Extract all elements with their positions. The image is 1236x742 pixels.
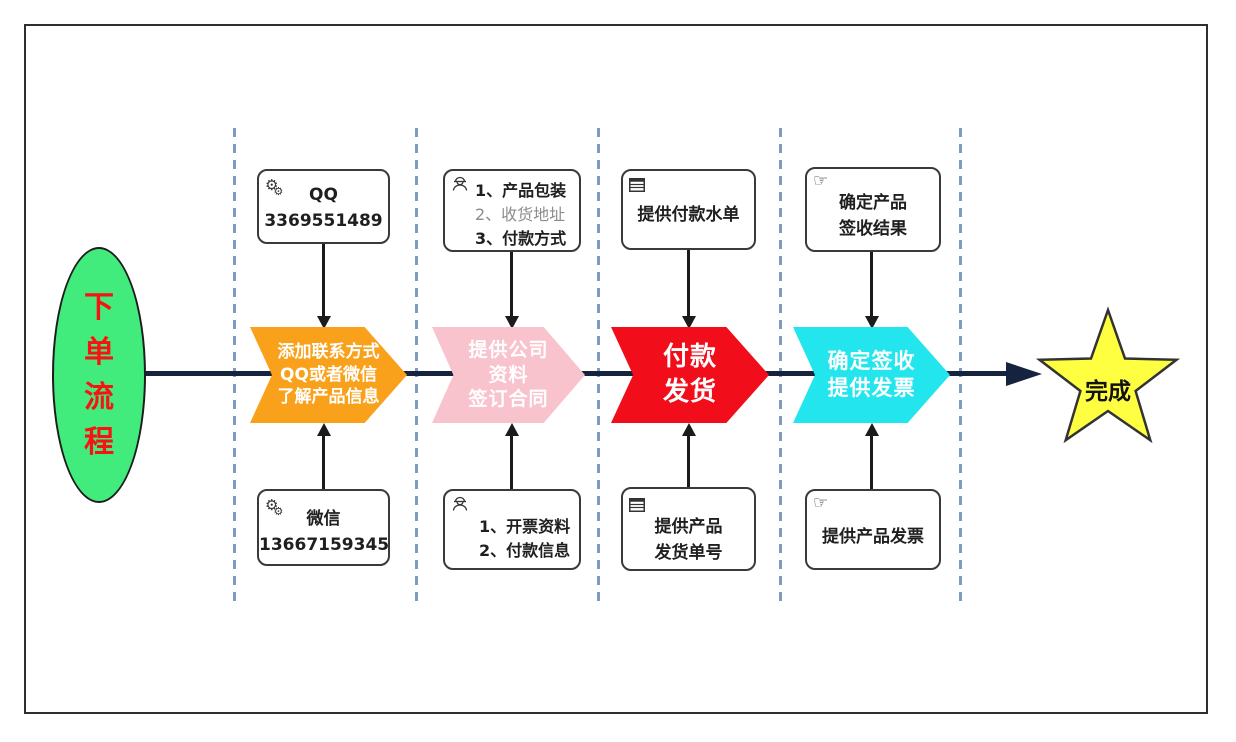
worker-icon — [451, 175, 469, 196]
lane-divider — [597, 128, 600, 602]
table-icon — [629, 497, 645, 516]
arrow-down-icon — [682, 316, 696, 329]
start-node-label: 下 单 流 程 — [84, 290, 114, 460]
list-item: 2、收货地址 — [475, 205, 566, 224]
lane-divider — [415, 128, 418, 602]
lane-divider — [959, 128, 962, 602]
arrow-down-icon — [505, 316, 519, 329]
arrow-up-icon — [682, 423, 696, 436]
list-item: 1、产品包装 — [475, 181, 567, 200]
info-box-product-invoice: ☞ 提供产品发票 — [805, 489, 941, 570]
connector-line — [510, 252, 513, 316]
arrow-down-icon — [317, 316, 331, 329]
finish-node-label: 完成 — [1085, 379, 1131, 405]
gears-icon: ⚙⚙ — [265, 176, 284, 198]
list-item: 2、付款信息 — [479, 541, 571, 560]
info-box-wechat: ⚙⚙ 微信 13667159345 — [257, 489, 390, 566]
info-box-company-info: 1、产品包装 2、收货地址 3、付款方式 — [443, 169, 581, 252]
process-step-label: 提供公司 资料 签订合同 — [468, 338, 549, 411]
info-box-qq: ⚙⚙ QQ 3369551489 — [257, 169, 390, 244]
connector-line — [687, 436, 690, 487]
process-step-label: 确定签收 提供发票 — [827, 348, 916, 400]
connector-line — [687, 250, 690, 316]
start-node: 下 单 流 程 — [52, 247, 146, 503]
arrow-up-icon — [317, 423, 331, 436]
info-box-text: 提供产品发票 — [822, 527, 924, 547]
gears-icon: ⚙⚙ — [265, 496, 284, 518]
lane-divider — [779, 128, 782, 602]
list-item: 1、开票资料 — [479, 517, 571, 536]
arrow-down-icon — [865, 316, 879, 329]
info-box-payment-slip: 提供付款水单 — [621, 169, 756, 250]
finish-node: 完成 — [1033, 306, 1188, 448]
info-box-text: 确定产品 签收结果 — [839, 193, 907, 239]
connector-line — [322, 244, 325, 316]
info-box-shipping-number: 提供产品 发货单号 — [621, 487, 756, 571]
flow-arrowhead-icon — [1006, 362, 1042, 386]
star-icon — [1035, 306, 1181, 444]
lane-divider — [233, 128, 236, 602]
info-box-lines: 1、产品包装 2、收货地址 3、付款方式 — [445, 171, 579, 251]
process-step-label: 付款 发货 — [662, 341, 717, 407]
info-box-receipt-result: ☞ 确定产品 签收结果 — [805, 167, 941, 252]
info-box-text: 提供付款水单 — [637, 205, 740, 225]
list-item: 3、付款方式 — [475, 229, 567, 248]
connector-line — [322, 436, 325, 489]
info-box-text: 提供产品 发货单号 — [654, 517, 723, 563]
arrow-up-icon — [505, 423, 519, 436]
arrow-up-icon — [865, 423, 879, 436]
hand-icon: ☞ — [813, 493, 829, 513]
hand-icon: ☞ — [813, 171, 829, 191]
info-box-text: 微信 13667159345 — [259, 509, 390, 555]
process-step-label: 添加联系方式 QQ或者微信 了解产品信息 — [277, 342, 380, 408]
table-icon — [629, 177, 645, 196]
worker-icon — [451, 495, 469, 516]
info-box-invoice-info: 1、开票资料 2、付款信息 — [443, 489, 581, 570]
connector-line — [870, 436, 873, 489]
connector-line — [870, 252, 873, 316]
info-box-text: QQ 3369551489 — [264, 185, 383, 231]
info-box-lines: 1、开票资料 2、付款信息 — [445, 491, 579, 563]
connector-line — [510, 436, 513, 489]
